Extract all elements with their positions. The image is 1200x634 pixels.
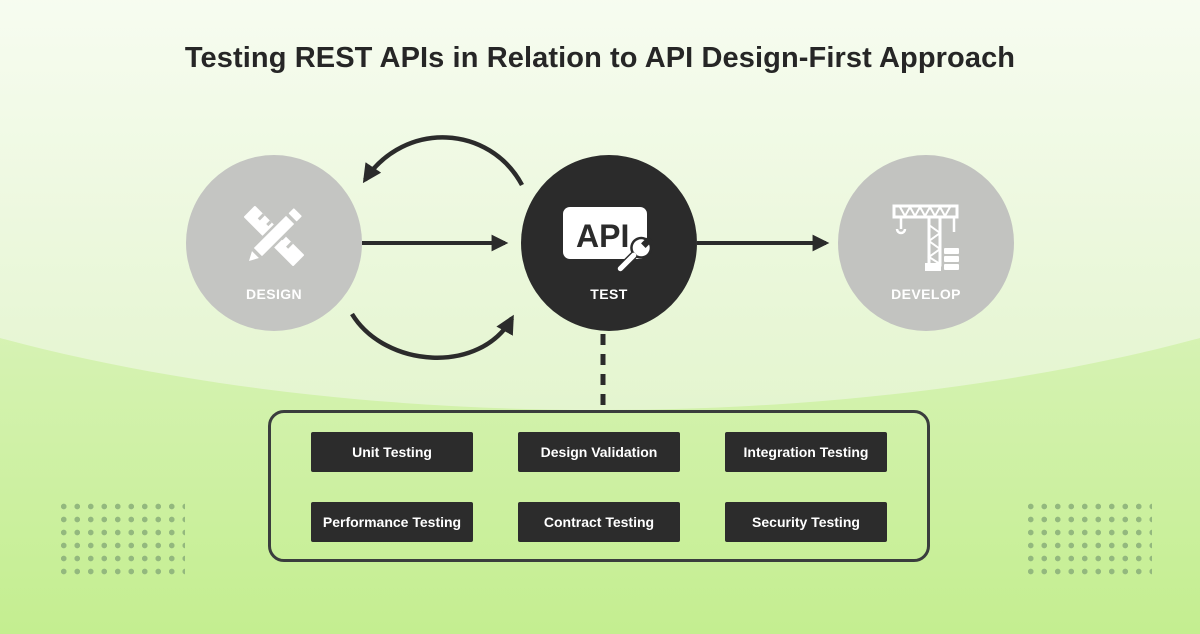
ruler-pencil-icon [244,205,305,266]
api-badge-text: API [576,218,629,254]
test-node-label: TEST [590,286,628,302]
page-title: Testing REST APIs in Relation to API Des… [184,42,1016,74]
testing-types-box [268,410,930,562]
test-type-unit-testing: Unit Testing [311,432,473,472]
design-to-test-curve-arrow [350,312,514,360]
test-to-design-curve-arrow [362,135,524,187]
test-type-design-validation: Design Validation [518,432,680,472]
design-node-label: DESIGN [245,286,303,302]
develop-node-label: DEVELOP [891,286,961,302]
test-type-contract-testing: Contract Testing [518,502,680,542]
develop-node-circle [838,155,1014,331]
test-type-security-testing: Security Testing [725,502,887,542]
crane-icon [892,204,959,271]
decorative-dots-left [57,500,185,576]
test-type-integration-testing: Integration Testing [725,432,887,472]
decorative-dots-right [1024,500,1152,576]
api-wrench-icon: API [563,207,653,274]
test-type-performance-testing: Performance Testing [311,502,473,542]
